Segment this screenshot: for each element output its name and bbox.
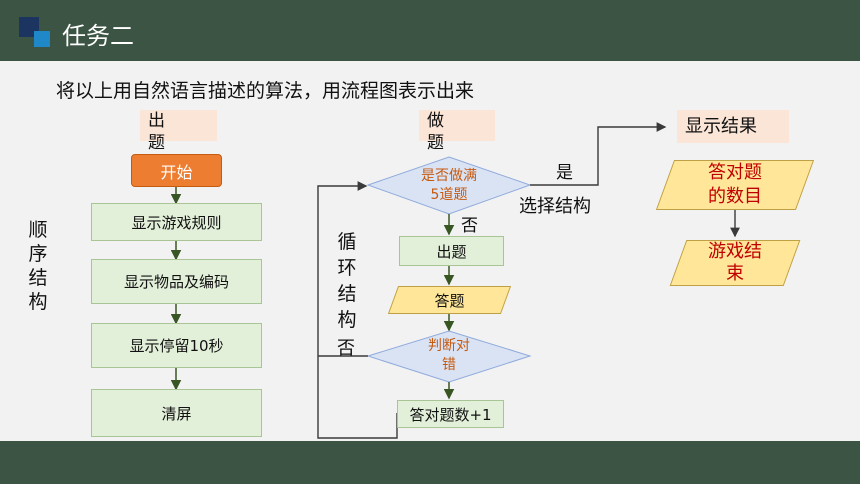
step-ask: 出题 [399,236,504,266]
sequence-tag: 出题 [140,110,217,153]
sequence-label-1: 顺 [28,219,48,241]
loop-label-1: 循 [337,231,357,253]
decor-square-light [34,31,50,47]
header-bar [0,0,860,61]
loop-tag: 做题 [419,110,495,153]
io-output-text: 答对题的数目 [708,162,762,207]
sequence-label-2: 序 [28,243,48,265]
step-clear: 清屏 [91,389,262,437]
step-show-items: 显示物品及编码 [91,259,262,304]
decision-judge-text: 判断对错 [428,338,470,373]
branch-structure-label: 选择结构 [519,196,591,217]
step-increment: 答对题数+1 [397,400,504,428]
step-wait: 显示停留10秒 [91,323,262,368]
footer-bar [0,441,860,484]
sequence-label-3: 结 [28,267,48,289]
io-end-text: 游戏结束 [708,241,762,284]
result-tag: 显示结果 [677,110,789,143]
loop-label-3: 结 [337,283,357,305]
decision-count-text: 是否做满5道题 [421,168,477,203]
decision-yes-label: 是 [556,163,573,183]
decision-no-label: 否 [461,216,478,236]
step-show-rules: 显示游戏规则 [91,203,262,241]
sequence-label-4: 构 [28,291,48,313]
judge-no-label: 否 [337,338,355,359]
page-title: 任务二 [62,22,134,50]
loop-label-4: 构 [337,309,357,331]
io-answer-text: 答题 [434,291,465,310]
start-terminal: 开始 [131,154,222,187]
task-description: 将以上用自然语言描述的算法，用流程图表示出来 [56,80,475,102]
loop-label-2: 环 [337,257,357,279]
